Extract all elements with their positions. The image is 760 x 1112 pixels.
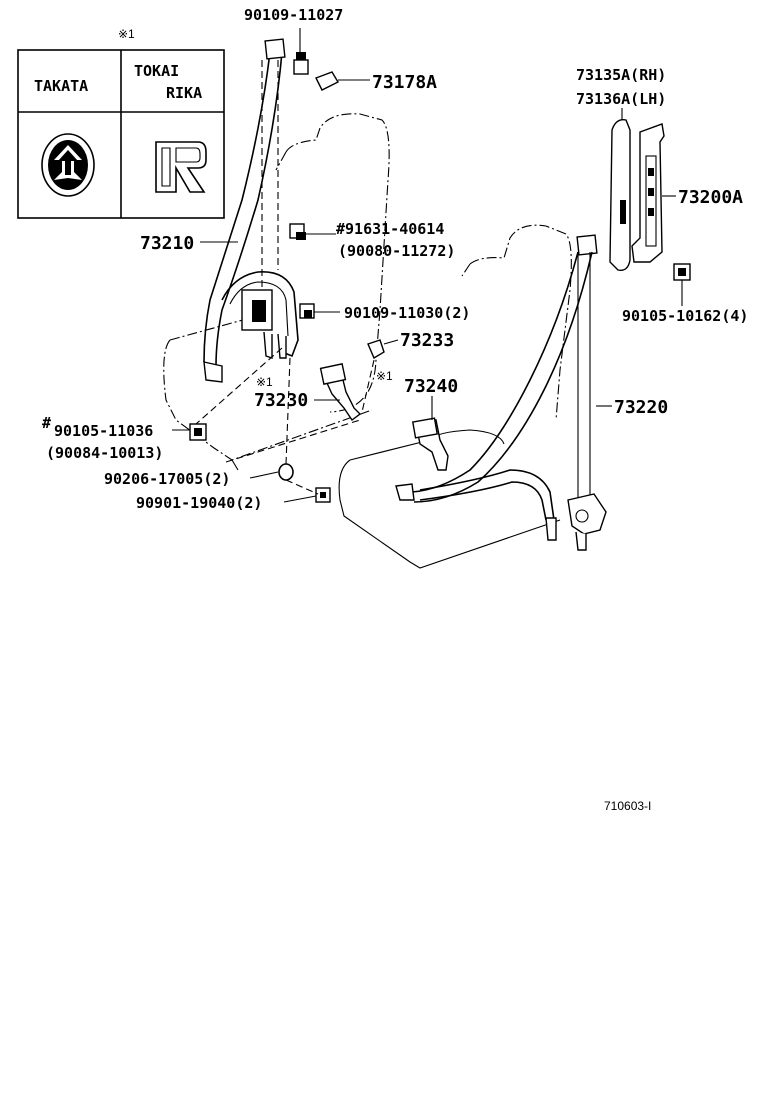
label-90109-11030: 90109-11030(2) <box>344 304 470 322</box>
label-73178a: 73178A <box>372 72 437 93</box>
manufacturer-legend: ※1 TAKATA TOKAI RIKA <box>17 27 225 219</box>
legend-brand-tokai: TOKAI <box>134 62 179 80</box>
label-91631-40614: #91631-40614 <box>336 220 444 238</box>
marker-1b: ※1 <box>376 369 393 383</box>
seat-belt-assembly-73210 <box>203 38 286 383</box>
label-90105-11036: 90105-11036 <box>54 422 153 440</box>
label-73136a-lh: 73136A(LH) <box>576 90 666 108</box>
buckle-73240 <box>411 417 449 471</box>
anchor-adjuster-73200a <box>631 123 665 263</box>
takata-logo-icon <box>41 133 95 197</box>
label-90105-10162: 90105-10162(4) <box>622 307 748 325</box>
figure-id: 710603-I <box>604 799 651 813</box>
label-73220: 73220 <box>614 397 668 418</box>
label-hash-marker: # <box>42 414 51 432</box>
bolt-91631-40614-icon <box>289 223 306 240</box>
part-labels: 90109-11027 73178A 73135A(RH) 73136A(LH)… <box>42 6 748 813</box>
cover-73233 <box>367 339 385 360</box>
label-73200a: 73200A <box>678 187 743 208</box>
seat-belt-assembly-73220 <box>395 234 607 551</box>
legend-brand-takata: TAKATA <box>34 77 88 95</box>
connection-lines <box>195 347 375 495</box>
bolt-90109-11030-icon <box>299 303 315 319</box>
label-73135a-rh: 73135A(RH) <box>576 66 666 84</box>
marker-1a: ※1 <box>256 375 273 389</box>
label-90084-10013: (90084-10013) <box>46 444 163 462</box>
label-90206-17005: 90206-17005(2) <box>104 470 230 488</box>
bolt-90109-11027-icon <box>293 52 309 75</box>
label-90080-11272: (90080-11272) <box>338 242 455 260</box>
label-73210: 73210 <box>140 233 194 254</box>
retractor-73230 <box>221 271 299 359</box>
label-73233: 73233 <box>400 330 454 351</box>
buckle-73230 <box>319 363 362 422</box>
tokai-rika-logo-icon <box>155 141 207 193</box>
label-90901-19040: 90901-19040(2) <box>136 494 262 512</box>
label-73230: 73230 <box>254 390 308 411</box>
label-90109-11027: 90109-11027 <box>244 6 343 24</box>
bolt-90105-11036-icon <box>189 423 207 441</box>
legend-marker: ※1 <box>118 27 135 41</box>
bolt-90901-19040-icon <box>315 487 331 503</box>
washer-90206-17005-icon <box>278 463 294 481</box>
label-73240: 73240 <box>404 376 458 397</box>
cover-73178a-icon <box>315 71 339 91</box>
legend-brand-rika: RIKA <box>166 84 202 102</box>
bolt-90105-10162-icon <box>673 263 691 281</box>
shoulder-adjuster-73135a <box>609 119 631 271</box>
leader-lines <box>172 28 683 503</box>
